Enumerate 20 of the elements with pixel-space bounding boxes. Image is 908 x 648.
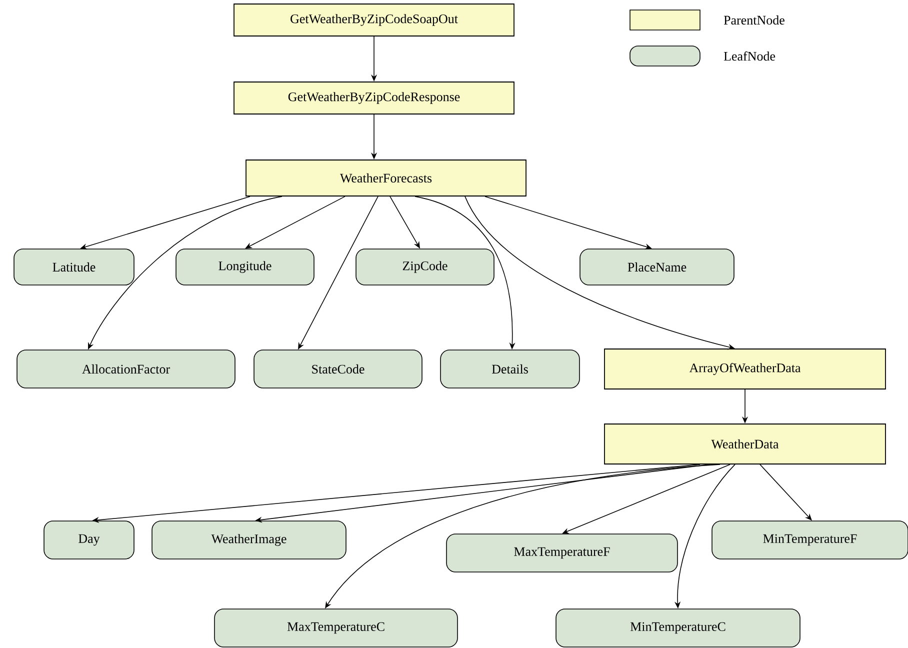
- legend-label: ParentNode: [724, 15, 784, 25]
- leaf-box: PlaceName: [580, 248, 734, 286]
- leaf-box: Longitude: [176, 248, 314, 286]
- leaf-box: MaxTemperatureF: [446, 534, 678, 572]
- leaf-box: AllocationFactor: [16, 350, 236, 388]
- parent-box: ArrayOfWeatherData: [604, 348, 886, 390]
- leaf-box: Details: [440, 350, 580, 388]
- leaf-box: Latitude: [14, 248, 134, 286]
- leaf-box: MinTemperatureC: [556, 608, 800, 648]
- leaf-box: Day: [44, 520, 134, 560]
- leaf-box: MinTemperatureF: [712, 520, 908, 560]
- leaf-box: StateCode: [254, 350, 422, 388]
- leaf-box: MaxTemperatureC: [214, 608, 458, 648]
- leaf-box: WeatherImage: [152, 520, 346, 560]
- parent-box: GetWeatherByZipCodeSoapOut: [234, 4, 514, 36]
- leaf-box: ZipCode: [356, 248, 494, 286]
- parent-box: GetWeatherByZipCodeResponse: [234, 82, 514, 114]
- legend-label: LeafNode: [724, 51, 776, 61]
- parent-box: WeatherForecasts: [246, 160, 526, 196]
- parent-box: WeatherData: [604, 424, 886, 464]
